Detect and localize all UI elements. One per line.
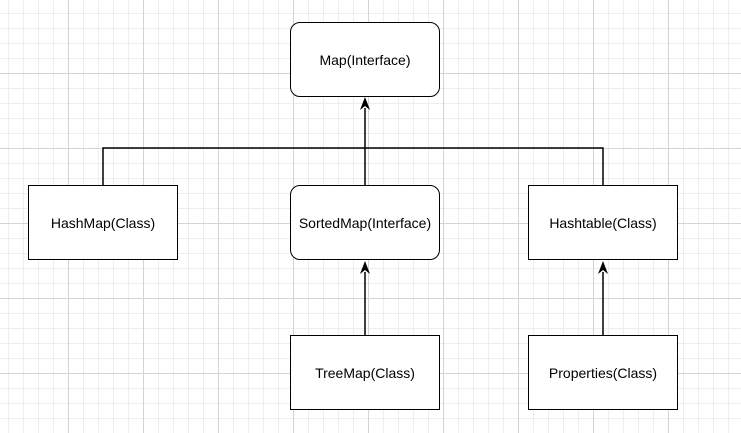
node-hashmap-class[interactable]: HashMap(Class): [28, 185, 178, 260]
arrowhead-sortedmap: [360, 261, 370, 274]
node-label: Properties(Class): [548, 364, 658, 381]
node-label: Map(Interface): [319, 51, 411, 68]
node-label: SortedMap(Interface): [298, 214, 432, 231]
node-map-interface[interactable]: Map(Interface): [290, 22, 440, 97]
arrowhead-map: [360, 97, 370, 110]
node-properties-class[interactable]: Properties(Class): [528, 335, 678, 410]
node-sortedmap-interface[interactable]: SortedMap(Interface): [290, 185, 440, 260]
arrowhead-hashtable: [598, 261, 608, 274]
node-treemap-class[interactable]: TreeMap(Class): [290, 335, 440, 410]
node-label: Hashtable(Class): [549, 214, 657, 231]
connector-hashmap-to-map: [102, 147, 604, 185]
node-label: HashMap(Class): [50, 214, 156, 231]
node-label: TreeMap(Class): [315, 364, 415, 381]
node-hashtable-class[interactable]: Hashtable(Class): [528, 185, 678, 260]
